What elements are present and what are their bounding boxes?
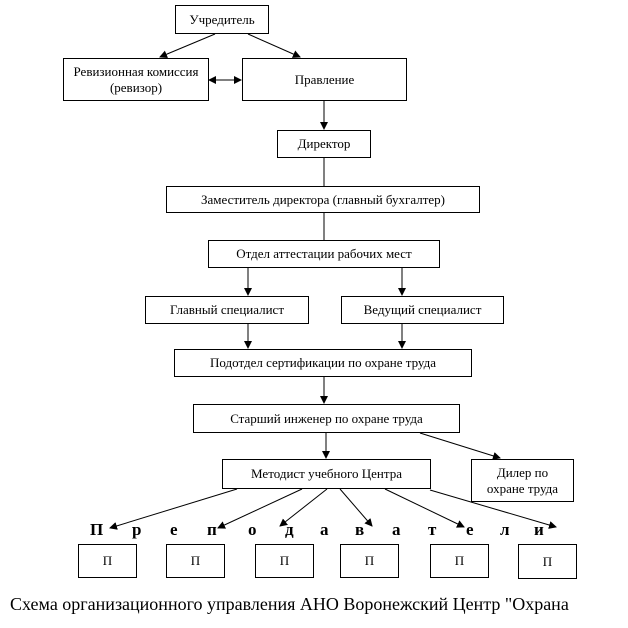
- teacher-box: П: [430, 544, 489, 578]
- arrow-founder-board: [247, 33, 301, 58]
- arrow-engineer-dealer: [419, 432, 501, 460]
- node-chief-specialist: Главный специалист: [145, 296, 309, 324]
- arrow-methodist-teacher-5: [384, 488, 465, 528]
- arrow-methodist-teacher-2: [217, 488, 303, 529]
- teachers-letter: а: [320, 520, 329, 539]
- node-audit: Ревизионная комиссия (ревизор): [63, 58, 209, 101]
- teachers-letter: и: [534, 520, 544, 539]
- teacher-box: П: [340, 544, 399, 578]
- arrow-methodist-teacher-4: [339, 488, 373, 527]
- node-deputy: Заместитель директора (главный бухгалтер…: [166, 186, 480, 213]
- teachers-letter: П: [90, 520, 104, 539]
- arrow-founder-audit: [159, 33, 216, 58]
- figure-caption: Схема организационного управления АНО Во…: [10, 594, 569, 614]
- arrow-methodist-teacher-3: [279, 488, 328, 527]
- teachers-letter: а: [392, 520, 401, 539]
- arrow-methodist-teacher-6: [429, 489, 557, 529]
- teachers-letter: р: [132, 520, 142, 539]
- teachers-letter: т: [428, 520, 437, 539]
- teachers-letter: е: [466, 520, 474, 539]
- node-subdepartment: Подотдел сертификации по охране труда: [174, 349, 472, 377]
- teachers-letter: е: [170, 520, 178, 539]
- teachers-letter: л: [500, 520, 510, 539]
- node-lead-specialist: Ведущий специалист: [341, 296, 504, 324]
- node-department: Отдел аттестации рабочих мест: [208, 240, 440, 268]
- node-senior-engineer: Старший инженер по охране труда: [193, 404, 460, 433]
- teachers-letter: в: [355, 520, 365, 539]
- node-director: Директор: [277, 130, 371, 158]
- teachers-letter: п: [207, 520, 217, 539]
- arrow-methodist-teacher-1: [109, 488, 238, 530]
- node-board: Правление: [242, 58, 407, 101]
- node-founder: Учредитель: [175, 5, 269, 34]
- teacher-box: П: [255, 544, 314, 578]
- teacher-box: П: [518, 544, 577, 579]
- node-dealer: Дилер по охране труда: [471, 459, 574, 502]
- teachers-letter: д: [285, 520, 294, 539]
- teacher-box: П: [166, 544, 225, 578]
- teacher-box: П: [78, 544, 137, 578]
- node-methodist: Методист учебного Центра: [222, 459, 431, 489]
- teachers-letter: о: [248, 520, 257, 539]
